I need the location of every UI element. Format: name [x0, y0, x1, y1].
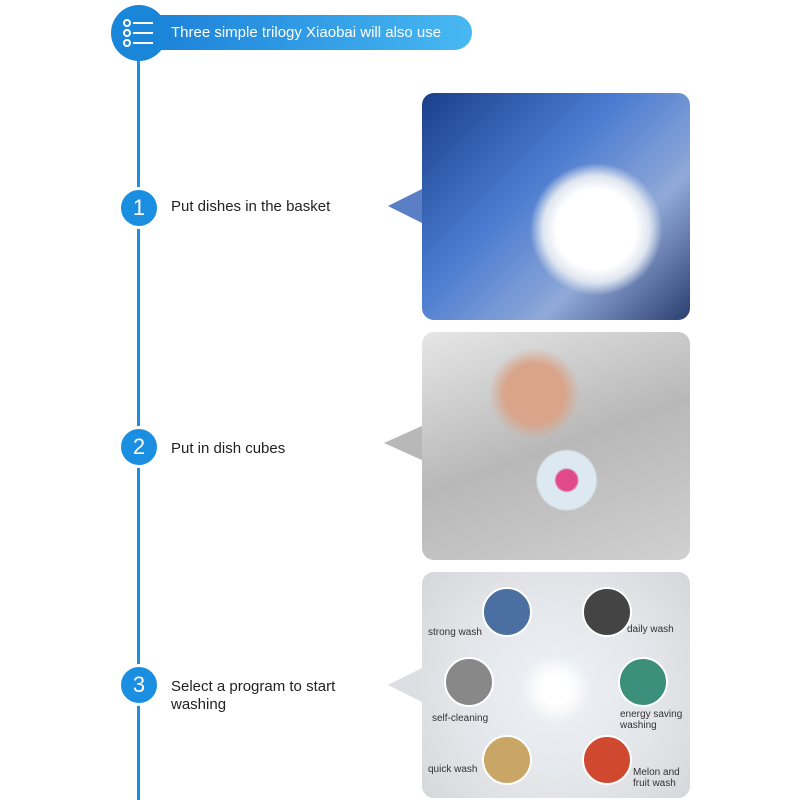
quick-wash-icon — [482, 735, 532, 785]
self-cleaning-icon — [444, 657, 494, 707]
step-3-text: Select a program to start washing — [171, 678, 336, 713]
photo-dishes-in-basket — [422, 93, 690, 320]
photo-program-select: strong wash daily wash self-cleaning ene… — [422, 572, 690, 798]
header-banner: Three simple trilogy Xiaobai will also u… — [139, 15, 472, 50]
energy-saving-icon — [618, 657, 668, 707]
program-label: Melon and fruit wash — [633, 767, 680, 789]
header-title: Three simple trilogy Xiaobai will also u… — [171, 24, 442, 41]
program-label: strong wash — [428, 627, 482, 638]
callout-pointer — [388, 188, 424, 224]
fruit-wash-icon — [582, 735, 632, 785]
program-label: energy saving washing — [620, 709, 683, 731]
program-label: daily wash — [627, 624, 674, 635]
photo-dish-cube — [422, 332, 690, 560]
program-label: self-cleaning — [432, 713, 489, 724]
step-3-badge: 3 — [118, 664, 160, 706]
strong-wash-icon — [482, 587, 532, 637]
callout-pointer — [384, 425, 424, 461]
step-1-text: Put dishes in the basket — [171, 198, 331, 215]
callout-pointer — [388, 667, 424, 703]
timeline-line — [137, 40, 140, 800]
program-label: quick wash — [428, 764, 478, 775]
step-2-badge: 2 — [118, 426, 160, 468]
step-2-text: Put in dish cubes — [171, 440, 286, 457]
daily-wash-icon — [582, 587, 632, 637]
step-1-badge: 1 — [118, 187, 160, 229]
list-icon — [111, 5, 167, 61]
